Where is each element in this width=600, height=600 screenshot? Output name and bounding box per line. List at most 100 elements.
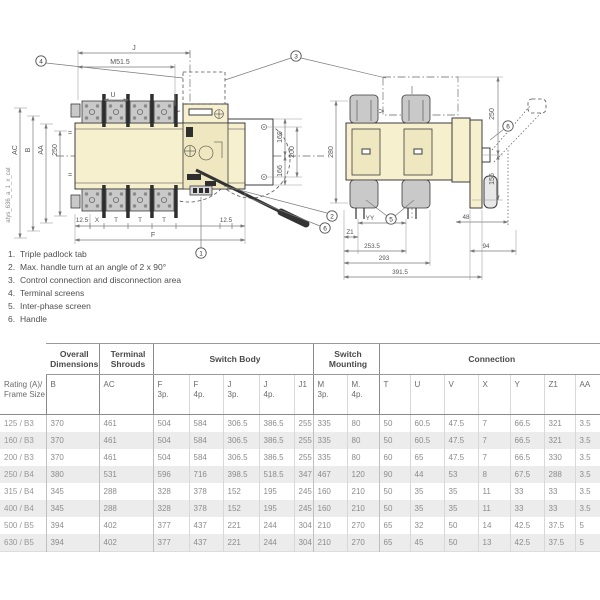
value-cell: 210	[346, 500, 379, 517]
callout-1	[195, 247, 207, 259]
value-cell: 467	[312, 466, 347, 483]
value-cell: 584	[188, 432, 223, 449]
value-cell: 7	[477, 449, 510, 466]
value-cell: 402	[98, 517, 153, 534]
value-cell: 65	[378, 517, 410, 534]
value-cell: 60.5	[409, 432, 444, 449]
value-cell: 33	[509, 500, 544, 517]
rating-cell: 125 / B3	[4, 419, 34, 428]
value-cell: 330	[543, 449, 575, 466]
rating-cell: 500 / B5	[4, 521, 34, 530]
table-col-header: Y	[509, 374, 544, 415]
callout-2-num: 2	[330, 214, 334, 221]
table-group-terminal-shrouds: Terminal Shrouds	[98, 343, 153, 375]
dim-label-t3: T	[162, 217, 166, 224]
value-cell: 47.5	[443, 414, 478, 432]
value-cell: 437	[188, 534, 223, 552]
rating-cell: 315 / B4	[4, 487, 34, 496]
dim-label-48: 48	[462, 214, 470, 221]
value-cell: 504	[152, 414, 189, 432]
value-cell: 461	[98, 432, 153, 449]
table-group-switch-body: Switch Body	[152, 343, 313, 375]
value-cell: 35	[443, 500, 478, 517]
value-cell: 37.5	[543, 534, 575, 552]
table-group-connection: Connection	[378, 343, 600, 375]
terminal-holes	[84, 192, 172, 208]
callout-1-num: 1	[199, 251, 203, 258]
value-cell: 210	[312, 534, 347, 552]
value-cell: 50	[378, 414, 410, 432]
legend-item-text: Inter-phase screen	[20, 301, 91, 311]
side-view: V	[345, 76, 547, 226]
handle-lever	[195, 168, 310, 228]
value-cell: 221	[222, 534, 259, 552]
table-group-switch-mounting: Switch Mounting	[312, 343, 379, 375]
value-cell: 42.5	[509, 517, 544, 534]
legend-item-text: Control connection and disconnection are…	[20, 275, 182, 285]
value-cell: 306.5	[222, 432, 259, 449]
padlock-tab	[189, 185, 213, 196]
value-cell: 195	[258, 500, 294, 517]
value-cell: 398.5	[222, 466, 259, 483]
table-col-header: T	[378, 374, 410, 415]
value-cell: 7	[477, 414, 510, 432]
value-cell: 321	[543, 432, 575, 449]
value-cell: 3.5	[574, 449, 600, 466]
value-cell: 33	[543, 483, 575, 500]
value-cell: 5	[574, 517, 600, 534]
dim-label-j: J	[132, 45, 136, 52]
value-cell: 345	[45, 500, 99, 517]
callout-6-front-num: 6	[323, 226, 327, 233]
value-cell: 35	[409, 500, 444, 517]
value-cell: 160	[312, 483, 347, 500]
terminal-holes	[84, 104, 172, 120]
dim-label-t2: T	[138, 217, 142, 224]
control-disconnect-area	[182, 71, 226, 105]
side-handle	[469, 98, 547, 226]
table-group-blank	[0, 344, 46, 375]
callout-3	[290, 50, 302, 62]
value-cell: 370	[45, 432, 99, 449]
value-cell: 33	[509, 483, 544, 500]
value-cell: 80	[346, 414, 379, 432]
value-cell: 3.5	[574, 500, 600, 517]
value-cell: 394	[45, 534, 99, 552]
callout-5	[385, 213, 397, 225]
callout-5-num: 5	[389, 217, 393, 224]
value-cell: 32	[409, 517, 444, 534]
mechanism-parts	[184, 127, 223, 186]
value-cell: 42.5	[509, 534, 544, 552]
value-cell: 45	[409, 534, 444, 552]
value-cell: 66.5	[509, 449, 544, 466]
side-bottom-shrouds	[349, 179, 431, 219]
value-cell: 7	[477, 432, 510, 449]
value-cell: 50	[378, 500, 410, 517]
value-cell: 3.5	[574, 414, 600, 432]
dim-label-12-5-right: 12.5	[220, 217, 233, 224]
value-cell: 288	[98, 500, 153, 517]
callout-6-front	[319, 222, 331, 234]
value-cell: 378	[188, 483, 223, 500]
value-cell: 345	[45, 483, 99, 500]
value-cell: 8	[477, 466, 510, 483]
table-col-header: U	[409, 374, 444, 415]
value-cell: 120	[346, 466, 379, 483]
value-cell: 377	[152, 517, 189, 534]
value-cell: 306.5	[222, 414, 259, 432]
dim-label-200: 200	[289, 146, 296, 158]
value-cell: 304	[293, 534, 313, 552]
legend-item: 5.Inter-phase screen	[8, 300, 181, 313]
value-cell: 304	[293, 517, 313, 534]
legend-item-num: 3.	[8, 275, 16, 285]
value-cell: 47.5	[443, 449, 478, 466]
value-cell: 244	[258, 517, 294, 534]
legend-item-text: Triple padlock tab	[20, 249, 87, 259]
